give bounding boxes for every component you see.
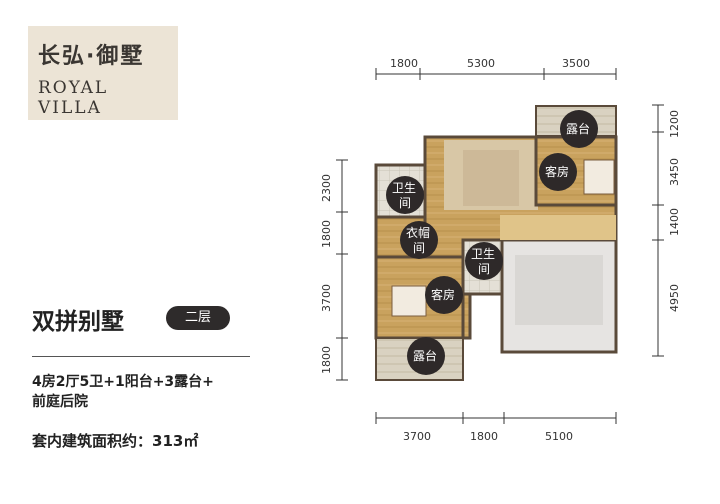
dim-right-4: 4950: [668, 284, 681, 312]
dim-top-2: 5300: [467, 57, 495, 70]
bath-left-label-2: 间: [399, 196, 411, 210]
dim-left-4: 1800: [320, 346, 333, 374]
dim-top-3: 3500: [562, 57, 590, 70]
floor-badge: 二层: [166, 306, 230, 330]
bath-left-label-1: 卫生: [392, 181, 416, 195]
bath-middle-label-1: 卫生: [471, 247, 495, 261]
area-value: 313㎡: [152, 432, 199, 450]
area-label: 套内建筑面积约：: [32, 432, 153, 450]
room-label-bath-middle: 卫生 间: [465, 242, 503, 280]
bed-top: [583, 159, 615, 195]
brand-logo: 长弘·御墅 ROYAL VILLA: [28, 26, 178, 120]
room-spec-line-1: 4房2厅5卫+1阳台+3露台+: [32, 374, 214, 390]
room-label-bath-left: 卫生 间: [386, 176, 424, 214]
room-spec-line-2: 前庭后院: [32, 394, 88, 410]
logo-english-text: ROYAL VILLA: [38, 78, 109, 118]
closet-label-2: 间: [413, 241, 425, 255]
page-title: 双拼别墅: [32, 309, 124, 335]
stair-block: [463, 150, 519, 206]
hall-strip: [500, 215, 616, 240]
dim-left-2: 1800: [320, 220, 333, 248]
room-label-guest-top: 客房: [539, 153, 577, 191]
void-inner: [515, 255, 603, 325]
room-label-closet: 衣帽 间: [400, 221, 438, 259]
dim-left-3: 3700: [320, 284, 333, 312]
dim-bottom-1: 3700: [403, 430, 431, 443]
dim-right-2: 3450: [668, 158, 681, 186]
bath-middle-label-2: 间: [478, 262, 490, 276]
dim-bottom-3: 5100: [545, 430, 573, 443]
room-spec: 4房2厅5卫+1阳台+3露台+ 前庭后院: [32, 372, 262, 412]
dimension-lines: [336, 68, 664, 424]
dim-right-1: 1200: [668, 110, 681, 138]
dim-left-1: 2300: [320, 174, 333, 202]
dim-right-3: 1400: [668, 208, 681, 236]
terrace-top-label: 露台: [566, 121, 590, 136]
area-info: 套内建筑面积约：313㎡: [32, 430, 198, 451]
room-label-guest-left: 客房: [425, 276, 463, 314]
dim-top-1: 1800: [390, 57, 418, 70]
bed-left: [391, 285, 427, 317]
closet-label-1: 衣帽: [406, 225, 430, 240]
room-label-terrace-bottom: 露台: [407, 337, 445, 375]
terrace-bottom-label: 露台: [413, 348, 437, 363]
guest-left-label: 客房: [431, 287, 455, 302]
guest-top-label: 客房: [545, 164, 569, 179]
divider: [32, 356, 250, 357]
dim-bottom-2: 1800: [470, 430, 498, 443]
room-label-terrace-top: 露台: [560, 110, 598, 148]
logo-chinese-text: 长弘·御墅: [38, 44, 145, 69]
